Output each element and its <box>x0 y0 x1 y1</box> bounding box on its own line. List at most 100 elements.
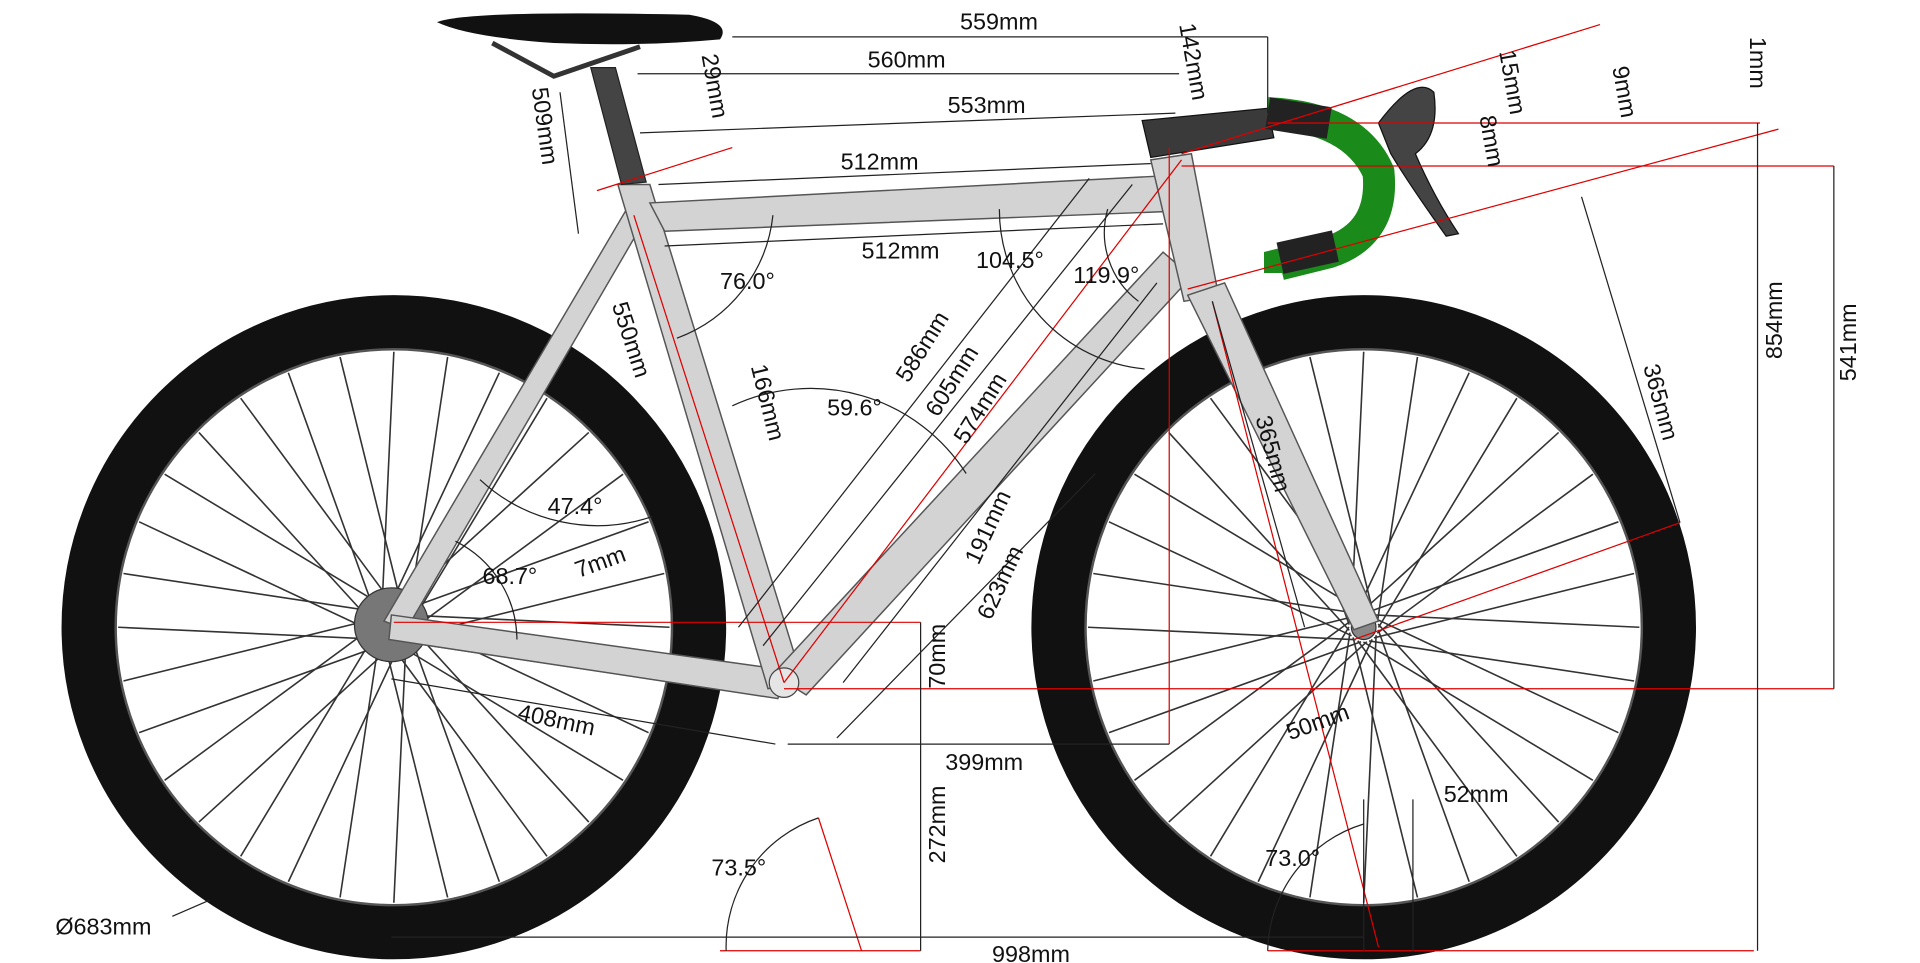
spoke <box>1257 639 1373 883</box>
spoke <box>1352 637 1419 898</box>
spoke <box>393 635 408 903</box>
spoke <box>1309 632 1351 898</box>
label-head-tube-angle: 119.9° <box>1073 262 1139 288</box>
spoke <box>380 351 395 620</box>
spoke <box>1377 397 1518 628</box>
label-seat-angle: 73.5° <box>711 855 766 881</box>
spoke <box>1363 641 1594 781</box>
saddle-rail <box>491 40 641 79</box>
label-head-angle-inner: 104.5° <box>976 247 1044 273</box>
saddle <box>436 13 723 45</box>
label-cs-angle: 68.7° <box>482 563 537 589</box>
label-seat-tube: 550mm <box>607 299 656 381</box>
label-reach-saddle: 560mm <box>868 47 946 73</box>
label-top-tube-lower: 512mm <box>862 237 940 263</box>
label-bb-height: 272mm <box>924 786 950 864</box>
spoke <box>198 431 381 631</box>
spoke <box>198 641 398 823</box>
spoke <box>287 639 403 883</box>
spoke <box>1354 372 1470 616</box>
spoke <box>339 632 381 898</box>
spoke <box>407 397 548 628</box>
label-bar-8: 8mm <box>1474 113 1509 169</box>
label-saddle-setback: 559mm <box>960 9 1038 35</box>
label-bar-15: 15mm <box>1494 48 1531 116</box>
brake-lever <box>1377 86 1460 237</box>
spoke <box>1362 635 1377 903</box>
spoke <box>1377 629 1470 883</box>
label-effective-tt: 553mm <box>948 92 1026 118</box>
label-trail: 52mm <box>1444 781 1509 807</box>
label-fork-offset: 50mm <box>1283 698 1353 745</box>
construction-lines <box>393 24 1834 952</box>
spoke <box>382 637 449 898</box>
spoke <box>401 614 670 629</box>
spoke <box>164 473 395 614</box>
spoke <box>393 641 624 781</box>
spoke <box>1309 356 1376 618</box>
label-bar-1: 1mm <box>1745 37 1771 89</box>
chainstay <box>388 614 789 700</box>
spoke <box>240 397 401 615</box>
spoke <box>1371 614 1640 629</box>
spoke <box>1133 620 1351 781</box>
label-wheel-diameter: Ø683mm <box>55 914 151 940</box>
spoke <box>1376 356 1419 622</box>
spoke <box>1360 431 1560 614</box>
label-seat-offset: 29mm <box>697 52 734 120</box>
label-top-tube-upper: 512mm <box>841 149 919 175</box>
rear-spokes <box>118 351 670 903</box>
spoke <box>239 626 380 857</box>
spoke <box>1134 473 1365 614</box>
spoke <box>339 356 406 618</box>
spoke <box>1373 572 1635 639</box>
label-head-angle: 73.0° <box>1265 845 1320 871</box>
spoke <box>1168 641 1368 823</box>
label-seat-angle-top: 76.0° <box>720 268 775 294</box>
rear-wheel <box>61 295 727 960</box>
spoke <box>406 473 624 634</box>
fork <box>1186 281 1380 631</box>
label-st-offset: 166mm <box>746 361 790 443</box>
label-stem-length: 142mm <box>1174 21 1213 102</box>
spoke <box>1377 623 1560 823</box>
spoke <box>1093 615 1354 682</box>
seatpost <box>589 67 647 186</box>
label-saddle-height: 509mm <box>527 86 564 167</box>
stem <box>1141 107 1275 159</box>
front-spokes <box>1087 351 1640 903</box>
spoke <box>1375 618 1619 734</box>
spoke <box>1093 572 1359 615</box>
label-stack: 541mm <box>1835 303 1861 381</box>
spoke <box>1209 626 1350 857</box>
handlebar <box>1265 97 1339 274</box>
spoke <box>1366 521 1619 614</box>
spoke <box>407 629 501 883</box>
spoke <box>1376 473 1594 634</box>
spoke <box>123 615 384 682</box>
label-dt-angle: 59.6° <box>827 395 882 421</box>
spoke <box>138 521 383 637</box>
spoke <box>396 521 649 614</box>
spoke <box>1168 431 1350 631</box>
spoke <box>407 623 590 823</box>
label-bb-drop: 70mm <box>924 624 950 689</box>
label-chainstay: 408mm <box>516 699 598 741</box>
label-ss-angle: 47.4° <box>548 493 603 519</box>
label-stack-total: 854mm <box>1761 281 1787 359</box>
label-bb-to-head: 399mm <box>945 749 1023 775</box>
label-wheelbase: 998mm <box>992 941 1070 963</box>
spoke <box>1108 521 1352 637</box>
label-bar-9: 9mm <box>1607 64 1642 120</box>
dimension-lines <box>172 36 1835 951</box>
spoke <box>384 372 501 616</box>
spoke <box>138 641 392 734</box>
spoke <box>387 640 548 857</box>
spoke <box>118 626 386 641</box>
spoke <box>287 372 381 625</box>
spoke <box>1108 641 1362 734</box>
spoke <box>123 572 389 615</box>
spoke <box>1368 640 1635 682</box>
spoke <box>164 620 381 781</box>
